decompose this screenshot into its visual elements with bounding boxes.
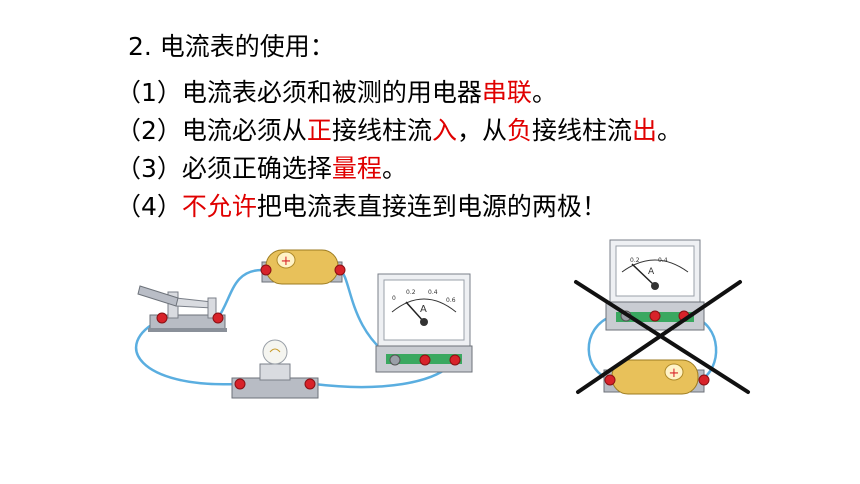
meter2-scale-2: 0.4: [658, 257, 668, 264]
lamp: [231, 339, 319, 399]
rule-3-emphasis-range: 量程: [331, 154, 382, 183]
switch: [137, 285, 227, 332]
rule-2-text-b: 接线柱流: [331, 116, 432, 145]
meter-scale-0: 0: [392, 295, 396, 302]
rule-3: （3）必须正确选择量程。: [116, 152, 407, 186]
rule-3-prefix: （3）: [116, 154, 182, 183]
wire-switch-battery: [216, 268, 264, 320]
rule-2-emphasis-in: 入: [431, 116, 457, 145]
rule-1-prefix: （1）: [116, 78, 182, 107]
svg-text:+: +: [669, 366, 680, 381]
rule-2: （2）电流必须从正接线柱流入，从负接线柱流出。: [116, 114, 682, 148]
ammeter: A 0 0.2 0.4 0.6: [375, 273, 473, 373]
battery: +: [260, 249, 346, 285]
rule-2-emphasis-out: 出: [632, 116, 658, 145]
rule-2-emphasis-negative: 负: [506, 116, 532, 145]
wire-switch-lamp: [134, 318, 238, 386]
ammeter-forbidden: A 0.2 0.4: [605, 239, 705, 331]
rule-3-text: 必须正确选择: [181, 154, 332, 183]
rule-1-emphasis-series: 串联: [481, 78, 532, 107]
rule-4: （4）不允许把电流表直接连到电源的两极！: [116, 190, 607, 224]
rule-1-text: 电流表必须和被测的用电器: [181, 78, 482, 107]
meter-scale-3: 0.6: [446, 297, 456, 304]
rule-4-text: 把电流表直接连到电源的两极！: [256, 192, 607, 221]
rule-2-prefix: （2）: [116, 116, 182, 145]
meter-unit-2: A: [648, 267, 655, 277]
meter2-scale-1: 0.2: [630, 257, 640, 264]
rule-4-prefix: （4）: [116, 192, 182, 221]
rule-1: （1）电流表必须和被测的用电器串联。: [116, 76, 557, 110]
rule-3-end: 。: [381, 154, 407, 183]
rule-4-emphasis-not-allowed: 不允许: [181, 192, 257, 221]
svg-text:+: +: [281, 254, 292, 269]
section-title: 2. 电流表的使用：: [128, 32, 335, 61]
battery-forbidden: +: [603, 359, 710, 395]
cross-mark: [574, 280, 750, 394]
rule-1-end: 。: [531, 78, 557, 107]
meter-scale-2: 0.4: [428, 289, 438, 296]
rule-2-end: 。: [657, 116, 683, 145]
rule-2-text-d: 接线柱流: [532, 116, 633, 145]
meter-scale-1: 0.2: [406, 289, 416, 296]
rule-2-text-a: 电流必须从: [181, 116, 307, 145]
rule-2-emphasis-positive: 正: [306, 116, 332, 145]
rule-2-text-c: ，从: [456, 116, 507, 145]
meter-unit: A: [420, 304, 427, 315]
